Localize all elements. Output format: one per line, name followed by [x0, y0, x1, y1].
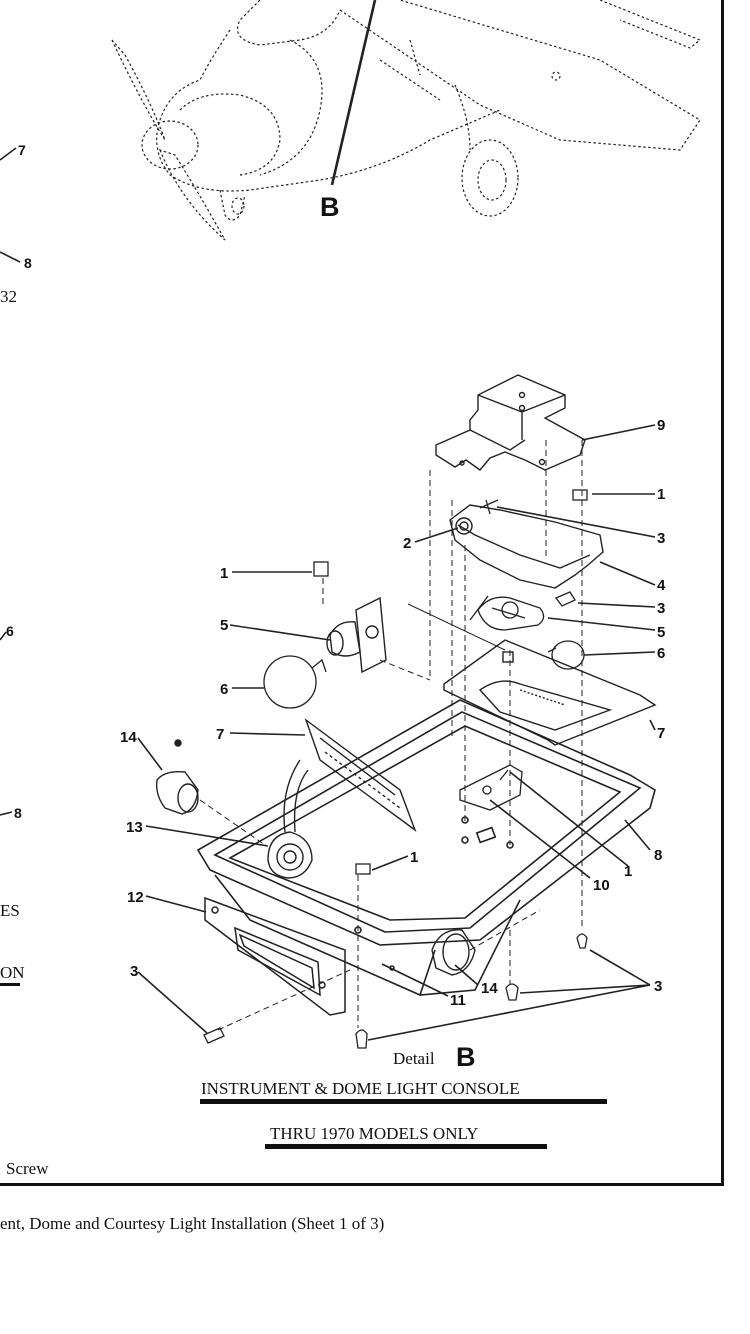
callout-5: 5 — [220, 617, 228, 634]
callout-10: 10 — [593, 877, 610, 894]
callout-12: 12 — [127, 889, 144, 906]
callout-1: 1 — [624, 863, 632, 880]
detail-pointer-line — [330, 0, 377, 186]
callout-7: 7 — [657, 725, 665, 742]
callout-6: 6 — [220, 681, 228, 698]
airplane-illustration — [111, 0, 702, 241]
margin-fragment-screw: Screw — [6, 1159, 49, 1178]
margin-fragment-32: 32 — [0, 287, 17, 306]
right-lens — [443, 639, 657, 746]
callout-1: 1 — [410, 849, 418, 866]
bezel-plate — [204, 896, 346, 1016]
figure-subtitle: THRU 1970 MODELS ONLY — [270, 1124, 478, 1143]
left-clip — [313, 561, 329, 577]
callout-3: 3 — [657, 530, 665, 547]
title-underline — [200, 1099, 607, 1104]
left-lamp-socket — [326, 596, 387, 674]
assembly-lines — [199, 440, 583, 1031]
figure-caption: ent, Dome and Courtesy Light Installatio… — [0, 1214, 385, 1233]
right-lamp-socket — [469, 595, 545, 631]
callout-7: 7 — [216, 726, 224, 743]
callout-9: 9 — [657, 417, 665, 434]
mounting-bracket — [435, 374, 586, 471]
callout-8: 8 — [654, 847, 662, 864]
margin-callout-8: 8 — [14, 805, 22, 821]
callout-14: 14 — [481, 980, 498, 997]
figure-title: INSTRUMENT & DOME LIGHT CONSOLE — [201, 1079, 520, 1098]
upper-housing — [449, 504, 604, 589]
callout-5: 5 — [657, 624, 665, 641]
clip-lower — [355, 863, 371, 875]
callout-3: 3 — [657, 600, 665, 617]
left-underline — [0, 983, 20, 986]
left-lens — [304, 718, 417, 832]
assembly-line-solid — [407, 603, 506, 651]
knob-right — [431, 929, 476, 976]
callout-3: 3 — [130, 963, 138, 980]
callout-13: 13 — [126, 819, 143, 836]
margin-callout-7: 7 — [18, 142, 26, 158]
leader-lines — [0, 147, 656, 1041]
callout-14: 14 — [120, 729, 137, 746]
margin-fragment-es: ES — [0, 901, 20, 920]
rheostat — [267, 759, 313, 879]
detail-word: Detail — [393, 1049, 435, 1068]
figure-frame — [0, 0, 724, 1186]
detail-reference-label: B — [320, 192, 340, 222]
callout-3: 3 — [654, 978, 662, 995]
callout-11: 11 — [450, 992, 466, 1009]
callout-2: 2 — [403, 535, 411, 552]
detail-letter: B — [456, 1042, 476, 1072]
screws — [203, 499, 588, 1049]
callout-1: 1 — [220, 565, 228, 582]
callout-1: 1 — [657, 486, 665, 503]
margin-callout-8: 8 — [24, 255, 32, 271]
callout-6: 6 — [657, 645, 665, 662]
console-tray — [196, 699, 656, 996]
callout-4: 4 — [657, 577, 666, 594]
subtitle-underline — [265, 1144, 547, 1149]
margin-fragment-on: ON — [0, 963, 25, 982]
margin-callout-6: 6 — [6, 623, 14, 639]
clip-upper — [572, 489, 588, 501]
switch-assembly — [459, 764, 523, 811]
knob-left — [155, 739, 199, 815]
left-bulb — [263, 655, 327, 709]
